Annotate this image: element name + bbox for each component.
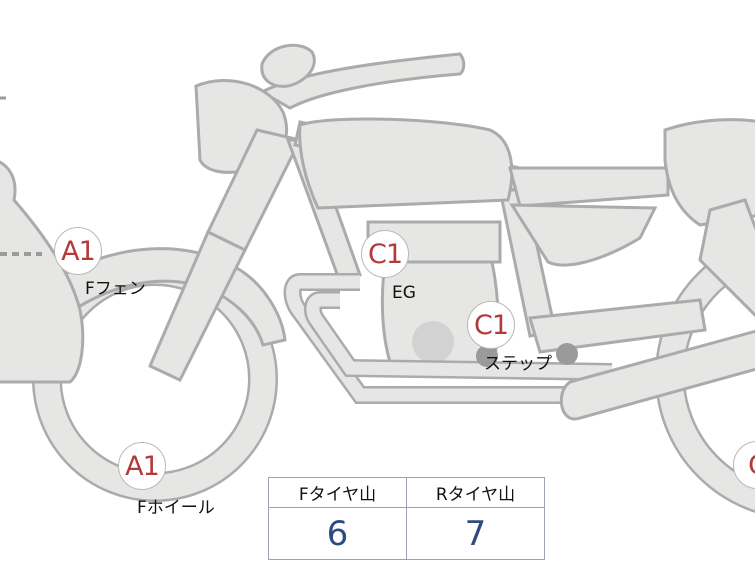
exhaust-pipe-lower-inner [306, 293, 613, 379]
muffler [559, 329, 755, 421]
value-front-tire: 6 [268, 507, 407, 560]
tire-table-value-row: 6 7 [268, 507, 545, 560]
front-fork-lower [148, 229, 248, 382]
label-front-fender: Fフェン [85, 279, 146, 299]
fuel-tank [298, 117, 514, 210]
tire-table-header-row: Fタイヤ山 Rタイヤ山 [268, 477, 545, 508]
engine-cover [412, 321, 454, 363]
badge-engine: C1 [361, 230, 409, 278]
exhaust-pipe-upper-inner [286, 275, 600, 402]
side-cover [509, 203, 658, 267]
badge-step: C1 [467, 301, 515, 349]
label-front-wheel: Fホイール [137, 498, 215, 518]
badge-front-fender: A1 [54, 227, 102, 275]
header-rear-tire: Rタイヤ山 [406, 477, 545, 508]
rear-shock [698, 198, 755, 318]
value-rear-tire: 7 [406, 507, 545, 560]
rear-tail [663, 118, 755, 227]
handlebar [258, 52, 466, 110]
mirror [260, 43, 316, 88]
badge-front-wheel: A1 [118, 442, 166, 490]
swingarm [528, 298, 707, 354]
step-peg-right [556, 343, 578, 365]
seat [508, 166, 670, 208]
label-engine: EG [392, 283, 416, 303]
label-step: ステップ [484, 354, 552, 374]
tire-tread-table: Fタイヤ山 Rタイヤ山 6 7 [268, 477, 545, 560]
step-peg-left [476, 345, 498, 367]
header-front-tire: Fタイヤ山 [268, 477, 407, 508]
